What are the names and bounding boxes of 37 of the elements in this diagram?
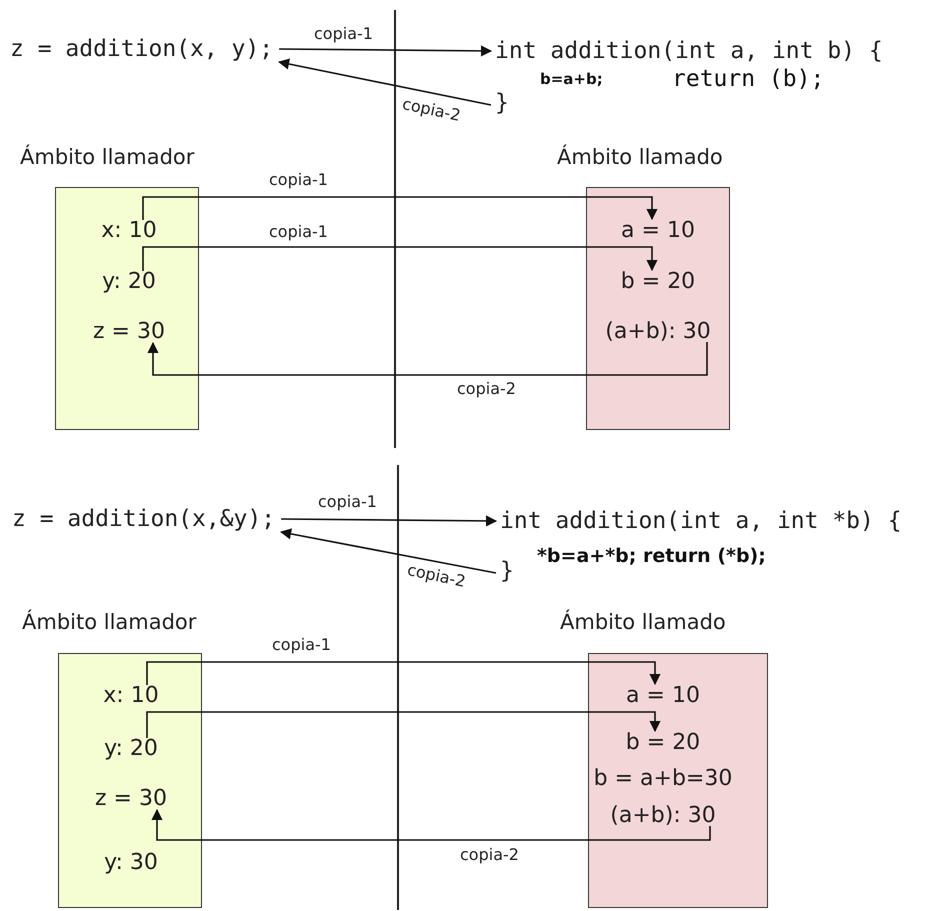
arrow	[279, 45, 492, 56]
arrow	[142, 246, 658, 272]
arrow	[146, 661, 661, 686]
code-line: }	[495, 90, 509, 116]
code-line: }	[500, 558, 514, 584]
arrow	[281, 515, 498, 526]
variable-value: z = 30	[95, 786, 167, 811]
variable-value: a = 10	[626, 683, 700, 708]
variable-value: y: 20	[104, 736, 158, 761]
arrow	[280, 528, 496, 574]
code-line: int addition(int a, int *b) {	[500, 508, 902, 534]
variable-value: z = 30	[93, 319, 165, 344]
variable-value: y: 20	[102, 269, 156, 294]
scope-heading: Ámbito llamado	[560, 610, 726, 634]
variable-value: (a+b): 30	[605, 319, 711, 344]
variable-value: b = a+b=30	[594, 766, 732, 791]
variable-value: x: 10	[101, 218, 157, 243]
variable-value: x: 10	[103, 683, 159, 708]
scope-heading: Ámbito llamador	[22, 610, 196, 634]
code-text: return (b);	[672, 66, 824, 92]
variable-value: b = 20	[620, 269, 696, 294]
arrow	[142, 196, 658, 220]
code-line: z = addition(x,&y);	[12, 506, 276, 532]
arrow	[151, 808, 711, 841]
code-statement: *b=a+*b; return (*b);	[537, 545, 766, 567]
scope-heading: Ámbito llamador	[20, 145, 194, 169]
variable-value: b = 20	[626, 730, 700, 755]
code-line: z = addition(x, y);	[10, 36, 274, 62]
arrow	[146, 711, 661, 738]
code-statement: b=a+b;	[540, 70, 603, 88]
code-line: int addition(int a, int b) {	[495, 38, 883, 64]
variable-value: y: 30	[104, 850, 158, 875]
variable-value: a = 10	[621, 218, 695, 243]
arrow	[147, 342, 708, 376]
variable-value: (a+b): 30	[610, 803, 716, 828]
scope-heading: Ámbito llamado	[557, 145, 723, 169]
arrow	[278, 58, 492, 106]
